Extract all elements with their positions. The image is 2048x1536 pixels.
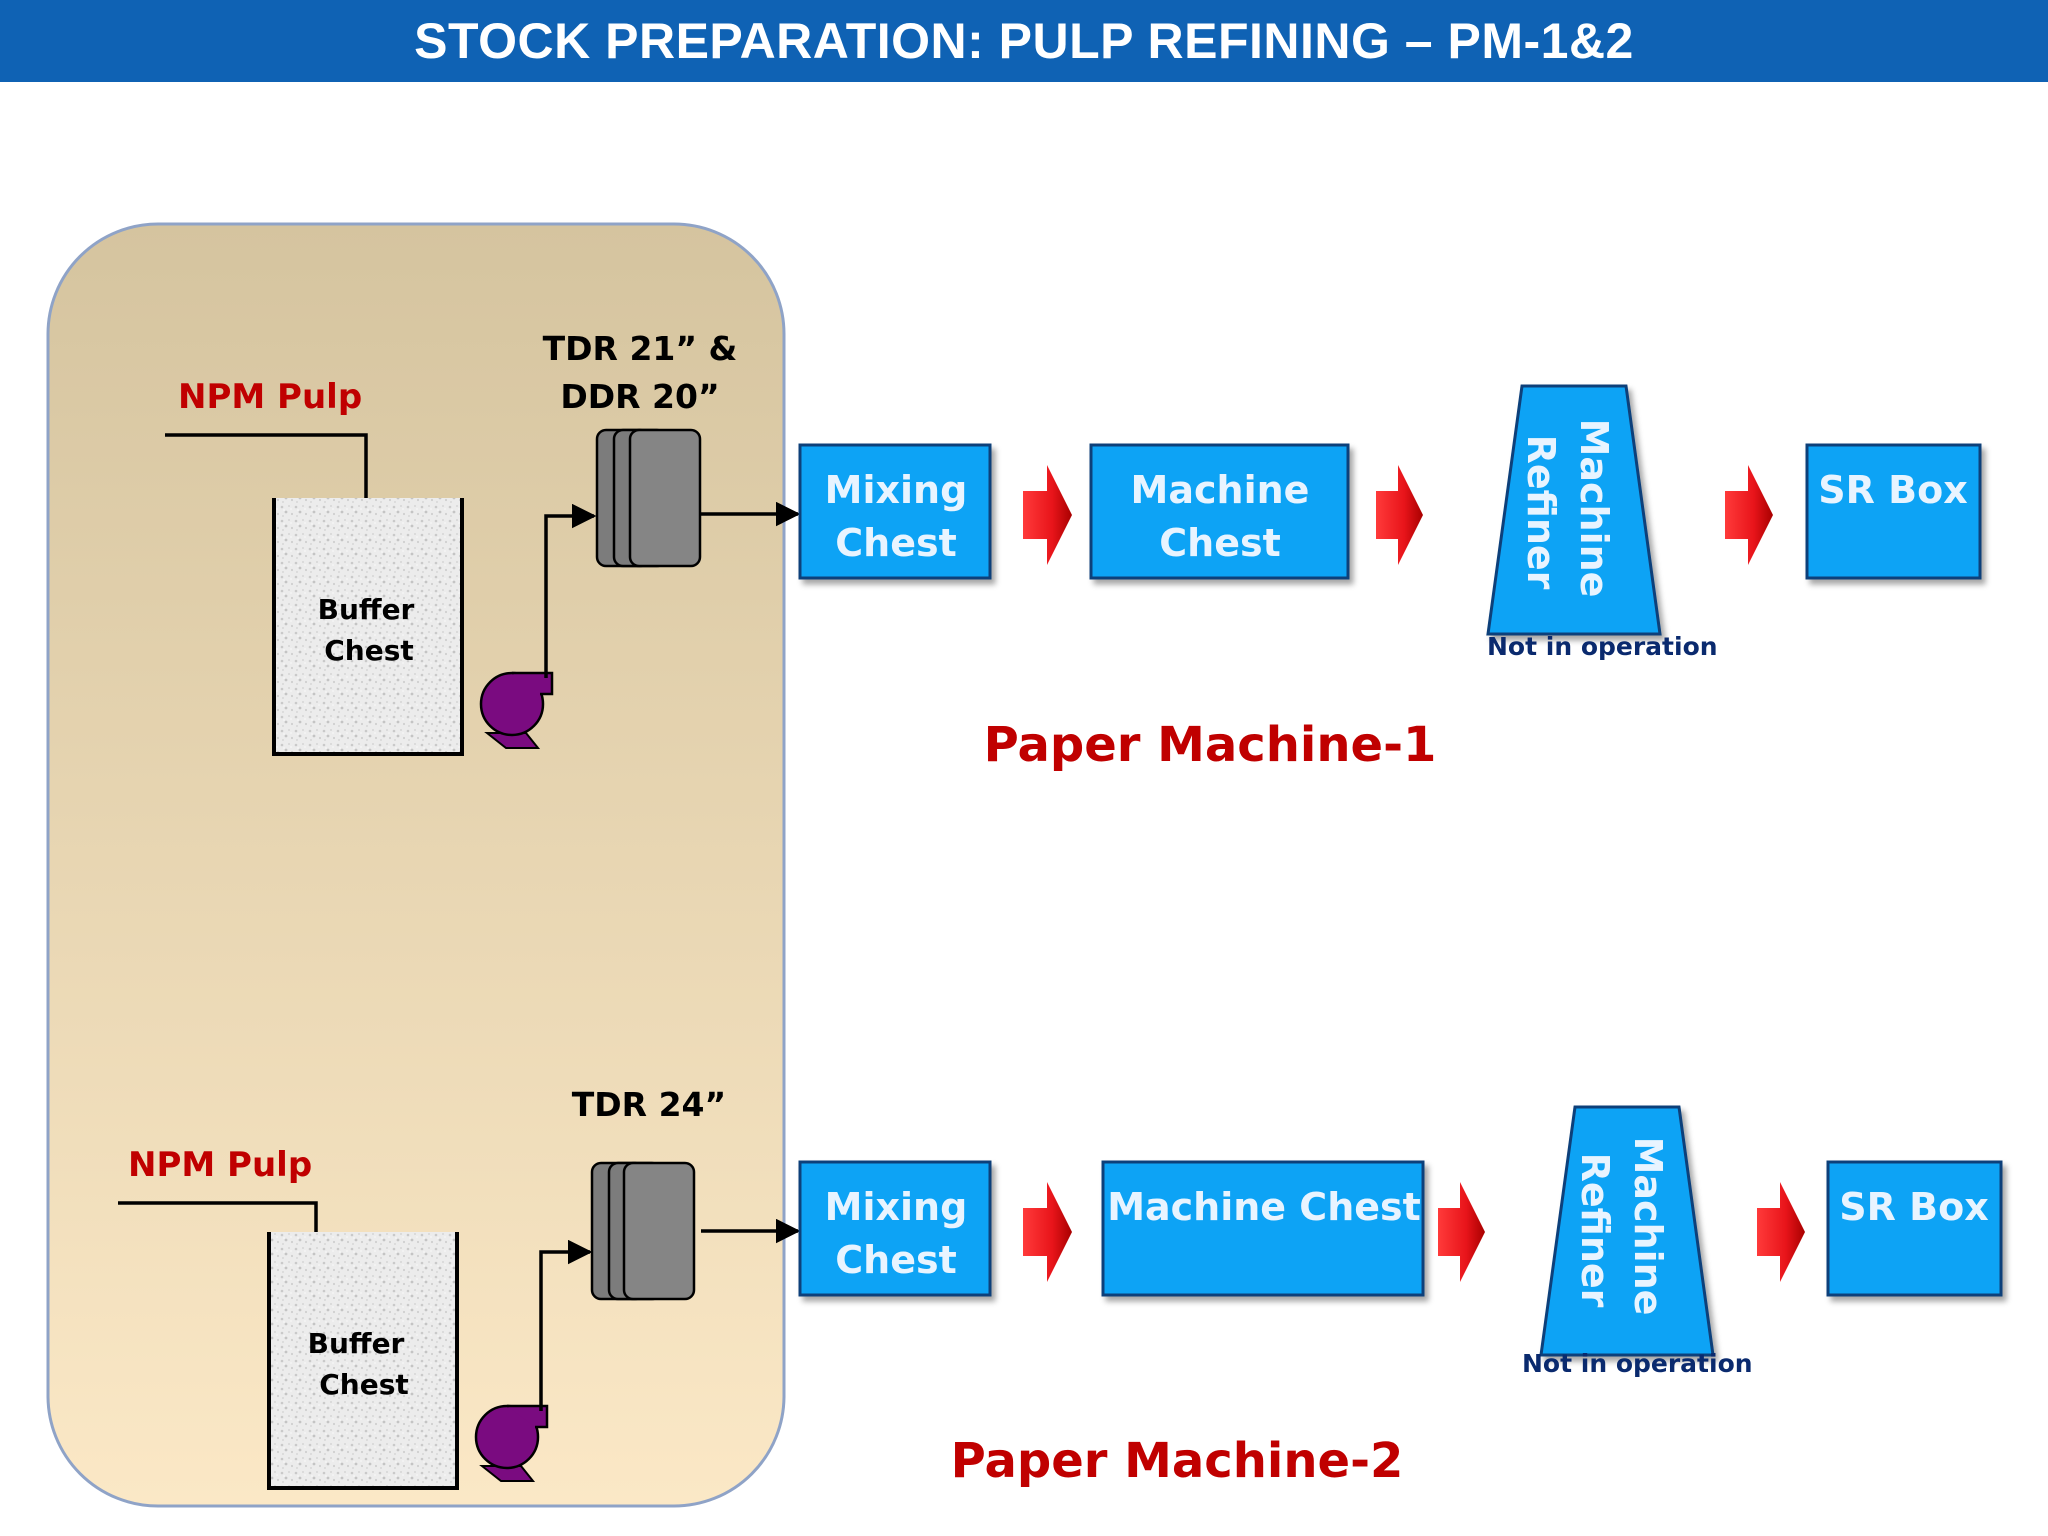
pm1-machine-chest <box>1089 443 1350 580</box>
pm2-buffer-chest-walls <box>267 1232 459 1490</box>
pm2-sr-box-label: SR Box <box>1839 1185 1988 1229</box>
pm1-machine-label: Paper Machine-1 <box>984 717 1437 773</box>
pm1-buffer-chest <box>274 498 462 754</box>
pm1-npm-pulp-label: NPM Pulp <box>178 377 362 417</box>
pm2-buffer-chest <box>269 1232 457 1488</box>
pm2-machine-refiner-label-1: Machine <box>1626 1137 1670 1316</box>
pm1-sr-box-label: SR Box <box>1818 468 1967 512</box>
pm2-mixing-chest-label-1: Mixing <box>825 1185 968 1229</box>
pm2-flow-arrow-2 <box>1438 1182 1485 1282</box>
pm1-mixing-chest-label-1: Mixing <box>825 468 968 512</box>
pm2-flow-arrow-1 <box>1023 1182 1072 1282</box>
pm2-group: NPM Pulp Buffer Chest TDR 24” Mixing Che… <box>118 1085 2003 1490</box>
pm1-machine-chest-label-2: Chest <box>1159 521 1281 565</box>
pm2-refiner-label-1: TDR 24” <box>572 1085 726 1124</box>
pm1-group: NPM Pulp Buffer Chest TDR 21” & DDR 20” … <box>165 329 1982 773</box>
pm1-machine-chest-label-1: Machine <box>1131 468 1310 512</box>
pm1-buffer-chest-walls <box>272 498 464 756</box>
pm1-machine-refiner-label-2: Refiner <box>1519 435 1563 590</box>
pm2-machine-label: Paper Machine-2 <box>951 1433 1404 1489</box>
pm2-sr-box <box>1826 1160 2003 1297</box>
pm1-flow-arrow-2 <box>1376 465 1423 565</box>
title-bar: STOCK PREPARATION: PULP REFINING – PM-1&… <box>0 0 2048 82</box>
pm1-flow-arrow-1 <box>1023 465 1072 565</box>
pm1-refiner-label-2: DDR 20” <box>560 377 719 416</box>
pm2-not-in-operation-note: Not in operation <box>1522 1349 1753 1378</box>
pm2-machine-refiner <box>1539 1105 1715 1357</box>
pm1-refiner-label-1: TDR 21” & <box>543 329 738 368</box>
pm1-buffer-chest-label-1: Buffer <box>318 593 415 626</box>
pm1-not-in-operation-note: Not in operation <box>1487 632 1718 661</box>
pm1-flow-arrow-3 <box>1725 465 1773 565</box>
pm1-mixing-chest-label-2: Chest <box>835 521 957 565</box>
pm1-pump-icon <box>479 671 554 749</box>
pm2-refiner-units-icon <box>590 1161 696 1301</box>
pm1-refiner-units-icon <box>595 428 702 568</box>
pm1-mixing-chest <box>798 443 992 580</box>
pm2-machine-refiner-label-2: Refiner <box>1573 1153 1617 1308</box>
pm2-buffer-chest-label-1: Buffer <box>308 1327 405 1360</box>
pm2-machine-chest-label: Machine Chest <box>1107 1185 1421 1229</box>
pm1-machine-refiner-label-1: Machine <box>1572 419 1616 598</box>
pm2-npm-pulp-label: NPM Pulp <box>128 1145 312 1185</box>
pm2-mixing-chest <box>798 1160 992 1297</box>
pm2-pump-icon <box>474 1404 549 1482</box>
pm1-buffer-chest-label-2: Chest <box>324 634 414 667</box>
pm1-machine-refiner <box>1486 384 1662 636</box>
pm1-pulp-feed-line <box>165 433 379 525</box>
pm1-sr-box <box>1805 443 1982 580</box>
pm2-pump-discharge-line <box>539 1239 593 1411</box>
pm1-pump-discharge-line <box>544 503 597 678</box>
pm2-buffer-chest-label-2: Chest <box>319 1368 409 1401</box>
page-title: STOCK PREPARATION: PULP REFINING – PM-1&… <box>414 13 1634 69</box>
pm2-flow-arrow-3 <box>1757 1182 1805 1282</box>
pm2-mixing-chest-label-2: Chest <box>835 1238 957 1282</box>
pm2-machine-chest <box>1101 1160 1425 1297</box>
